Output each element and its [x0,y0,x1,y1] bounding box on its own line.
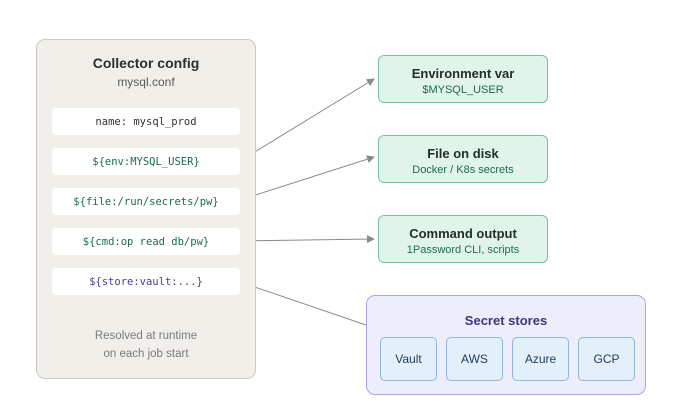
command-output-subtitle: 1Password CLI, scripts [406,244,520,256]
secret-stores-panel: Secret stores Vault AWS Azure GCP [366,295,646,395]
file-on-disk-subtitle: Docker / K8s secrets [412,164,514,176]
collector-config-panel: Collector config mysql.conf name: mysql_… [36,39,256,379]
store-chip-vault: Vault [380,337,437,381]
environment-var-box: Environment var $MYSQL_USER [378,55,548,103]
file-on-disk-box: File on disk Docker / K8s secrets [378,135,548,183]
secret-stores-title: Secret stores [464,313,548,328]
config-line-file: ${file:/run/secrets/pw} [52,188,240,215]
config-footer-line-2: on each job start [103,348,189,360]
arrow-env-to-environment-var [239,78,375,162]
config-line-name: name: mysql_prod [52,108,240,135]
store-chip-gcp: GCP [578,337,635,381]
file-on-disk-title: File on disk [427,146,499,161]
config-line-env: ${env:MYSQL_USER} [52,148,240,175]
config-line-cmd: ${cmd:op read db/pw} [52,228,240,255]
config-footer-line-1: Resolved at runtime [94,330,198,342]
environment-var-title: Environment var [411,66,515,81]
store-chip-aws: AWS [446,337,503,381]
command-output-title: Command output [409,226,517,241]
connector-store-to-secret-stores [239,281,367,326]
config-footer-note: Resolved at runtime on each job start [37,327,255,363]
arrow-file-to-file-on-disk [239,155,375,201]
config-title: Collector config [92,55,200,71]
config-filename: mysql.conf [117,75,175,89]
command-output-box: Command output 1Password CLI, scripts [378,215,548,263]
store-chip-azure: Azure [512,337,569,381]
config-line-store: ${store:vault:...} [52,268,240,295]
arrow-cmd-to-command-output [239,235,375,244]
environment-var-subtitle: $MYSQL_USER [422,84,504,96]
